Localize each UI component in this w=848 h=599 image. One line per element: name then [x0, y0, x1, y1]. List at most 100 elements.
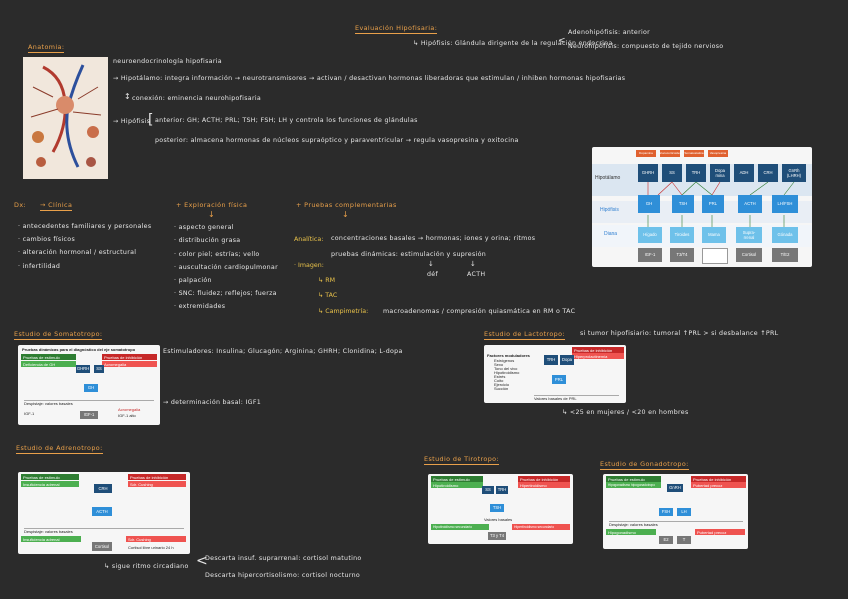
- line-4a: → Hipófisis: [113, 118, 151, 125]
- pruebas-arrow: ↓: [342, 210, 350, 219]
- mama-box: Mama: [702, 227, 726, 243]
- acth-box: ACTH: [738, 195, 762, 213]
- adreno-crh: CRH: [94, 484, 112, 493]
- hypothalamus-label: Hipotálamo: [595, 175, 621, 181]
- arrow-a: ↓: [428, 260, 435, 268]
- tiro-ss: SS: [482, 486, 494, 494]
- somato-stim: Pruebas de estímulo: [21, 354, 76, 360]
- gona-inhib-sub: Pubertad precoz: [691, 482, 746, 488]
- tiro-b1: Hipotiroidismo secundario: [431, 524, 489, 530]
- adreno-inhib-sub: Sdr. Cushing: [128, 481, 186, 487]
- exp-arrow: ↓: [208, 210, 216, 219]
- gona-inhib: Pruebas de inhibición: [691, 476, 746, 482]
- gona-b1: Hipogonadismo: [606, 529, 656, 535]
- lacto-item-5: Estrés: [494, 374, 506, 379]
- gona-t: T: [677, 536, 691, 544]
- somato-b1: IGF-1: [24, 411, 35, 416]
- gona-b2: Pubertad precoz: [695, 529, 745, 535]
- lacto-card: Factores moduladores Estrógenos Sexo Ton…: [484, 345, 626, 403]
- hypophysis-label: Hipófisis: [600, 207, 619, 213]
- axis-diagram: Hipotálamo Hipófisis Diana Dopamina Gluc…: [592, 147, 812, 267]
- top-label-1: Dopamina: [636, 150, 656, 157]
- tiro-stim: Pruebas de estímulo: [431, 476, 483, 482]
- exp-item-5: · palpación: [174, 277, 212, 284]
- somato-igf1-box: IGF-1: [80, 411, 98, 419]
- tiroides-box: Tiroides: [670, 227, 694, 243]
- adh-box: ADH: [734, 164, 754, 182]
- higado-box: Hígado: [638, 227, 662, 243]
- updown-arrow: ↕: [124, 92, 132, 101]
- pruebas-title: + Pruebas complementarias: [296, 201, 397, 209]
- t3t4-box: T3/T4: [670, 248, 694, 262]
- lacto-inhib: Pruebas de inhibición: [572, 347, 624, 353]
- hipofisis-line: ↳ Hipófisis: Glándula dirigente de la re…: [413, 40, 613, 47]
- somato-card-title: Pruebas dinámicas para el diagnóstico de…: [22, 347, 136, 352]
- gona-card: Pruebas de estímulo Hipogonadismo hipogo…: [603, 474, 748, 549]
- analitica-text: concentraciones basales → hormonas; ione…: [331, 235, 536, 242]
- neuro-text: Neurohipófisis: compuesto de tejido nerv…: [568, 43, 724, 50]
- lacto-text: si tumor hipofisiario: tumoral ↑PRL > si…: [580, 330, 779, 337]
- gona-e2: E2: [659, 536, 673, 544]
- brace-2: [: [148, 112, 154, 128]
- dx-clinica: → Clínica: [40, 201, 73, 211]
- campimetria-text: macroadenomas / compresión quiasmática e…: [383, 308, 576, 315]
- gona-bottom: Despistaje: valores basales: [609, 521, 743, 527]
- somato-text: Estimuladores: Insulina; Glucagón; Argin…: [163, 348, 403, 355]
- dx-item-4: · infertilidad: [18, 263, 61, 270]
- somato-stim-sub: Deficiencia de GH: [21, 361, 76, 367]
- somato-ss: SS: [94, 365, 104, 373]
- adreno-b3: Cortisol libre urinario 24 h: [128, 545, 174, 550]
- rm-label: ↳ RM: [318, 277, 336, 284]
- adreno-card: Pruebas de estímulo Insuficiencia adrena…: [18, 472, 190, 554]
- adreno-cortisol: Cortisol: [92, 542, 112, 551]
- adreno-acth: ACTH: [92, 507, 112, 516]
- campimetria-label: ↳ Campimetría:: [318, 308, 369, 315]
- suprarrenal-box: Supra-rrenal: [736, 227, 762, 243]
- adreno-stim-sub: Insuficiencia adrenal: [21, 481, 79, 487]
- tiro-tsh: TSH: [490, 504, 504, 512]
- dx-item-3: · alteración hormonal / estructural: [18, 249, 137, 256]
- gh-box: GH: [638, 195, 660, 213]
- somato-bottom: Despistaje: valores basales: [24, 400, 154, 406]
- tiro-bottom: Valores basales: [484, 517, 513, 522]
- somato-card: Pruebas dinámicas para el diagnóstico de…: [18, 345, 160, 425]
- top-label-3: Somatostatina: [684, 150, 704, 157]
- exp-item-2: · distribución grasa: [174, 237, 241, 244]
- analitica-text-2: pruebas dinámicas: estimulación y supres…: [331, 251, 487, 258]
- gona-stim-sub: Hipogonadismo hipogonadotropo: [606, 482, 661, 488]
- line-2: → Hipotálamo: integra información → neur…: [113, 75, 626, 82]
- tiro-trh: TRH: [496, 486, 508, 494]
- somato-b3: IGF-1 alto: [118, 413, 136, 418]
- tac-label: ↳ TAC: [318, 292, 338, 299]
- lacto-item-2: Sexo: [494, 362, 504, 367]
- hipo-label: déf: [427, 271, 438, 278]
- lacto-bottom: Valores basales de PRL: [534, 395, 619, 401]
- gnrh-box: GnRh(LHRH): [782, 164, 806, 182]
- line-4c: posterior: almacena hormonas de núcleos …: [155, 137, 519, 144]
- gonada-box: Gónada: [772, 227, 798, 243]
- gona-lh: LH: [677, 508, 691, 516]
- lacto-item-4: Hipotiroidismo: [494, 370, 520, 375]
- somato-gh: GH: [84, 384, 98, 392]
- dx-label: Dx:: [14, 201, 27, 209]
- exp-item-3: · color piel; estrías; vello: [174, 251, 260, 258]
- somato-inhib-sub: Acromegalia: [102, 361, 157, 367]
- adreno-foot2b: Descarta hipercortisolismo: cortisol noc…: [205, 572, 361, 579]
- te2-box: T/E2: [772, 248, 798, 262]
- lacto-item-7: Ejercicio: [494, 382, 510, 387]
- adreno-b2: Sdr. Cushing: [126, 536, 186, 542]
- exp-item-1: · aspecto general: [174, 224, 234, 231]
- tiro-inhib-sub: Hipertiroidismo: [518, 482, 570, 488]
- tiro-title: Estudio de Tirotropo:: [424, 455, 500, 465]
- lacto-trh: TRH: [544, 355, 558, 365]
- ss-box: SS: [662, 164, 682, 182]
- tiro-stim-sub: Hipotiroidismo: [431, 482, 483, 488]
- ghrh-box: GHRH: [638, 164, 658, 182]
- lacto-inhib-sub: Hiperprolactinemia: [572, 353, 624, 359]
- adreno-b1: Insuficiencia adrenal: [21, 536, 81, 542]
- tsh-box: TSH: [672, 195, 694, 213]
- tiro-card: Pruebas de estímulo Hipotiroidismo Prueb…: [428, 474, 573, 544]
- lacto-item-6: Coito: [494, 378, 504, 383]
- lacto-prl: PRL: [552, 375, 566, 384]
- analitica-label: Analítica:: [294, 236, 324, 243]
